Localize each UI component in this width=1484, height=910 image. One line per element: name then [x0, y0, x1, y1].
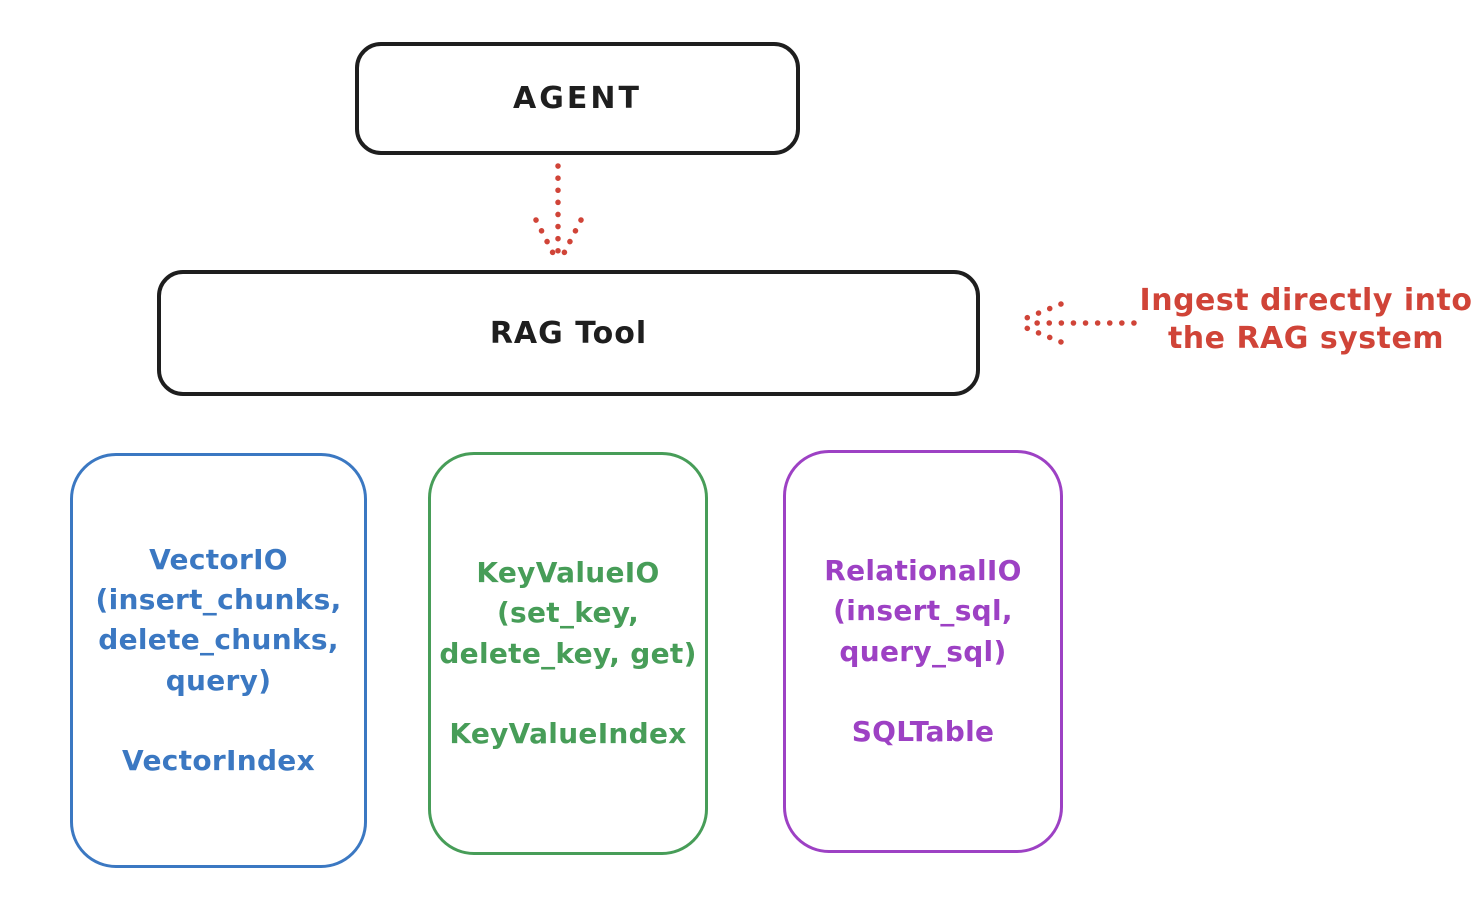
relational-io-line: query_sql) — [839, 634, 1007, 668]
vector-io-node: VectorIO (insert_chunks, delete_chunks, … — [70, 453, 367, 868]
relational-io-title: RelationalIO (insert_sql, query_sql) — [824, 551, 1022, 672]
agent-label: AGENT — [513, 81, 642, 116]
keyvalue-io-line: delete_key, get) — [439, 636, 697, 670]
relational-io-line: RelationalIO — [824, 553, 1022, 587]
rag-tool-node: RAG Tool — [157, 270, 980, 396]
arrow-annotation-to-rag-icon — [1016, 301, 1137, 345]
vector-io-line: (insert_chunks, — [95, 583, 342, 617]
vector-io-line: query) — [165, 663, 272, 697]
vector-io-title: VectorIO (insert_chunks, delete_chunks, … — [96, 540, 342, 701]
vector-index-label: VectorIndex — [122, 743, 315, 777]
keyvalue-io-title: KeyValueIO (set_key, delete_key, get) — [439, 553, 696, 674]
annotation-line-2: the RAG system — [1167, 320, 1445, 356]
keyvalue-io-line: (set_key, — [496, 596, 640, 630]
agent-node: AGENT — [355, 42, 800, 155]
relational-io-line: (insert_sql, — [833, 594, 1013, 628]
sql-table-label: SQLTable — [851, 714, 995, 748]
keyvalue-io-line: KeyValueIO — [476, 555, 660, 589]
arrow-agent-to-rag-icon — [533, 163, 584, 262]
rag-tool-label: RAG Tool — [489, 315, 648, 351]
keyvalue-io-node: KeyValueIO (set_key, delete_key, get) Ke… — [428, 452, 708, 855]
vector-io-line: VectorIO — [149, 542, 288, 576]
annotation-text: Ingest directly into the RAG system — [1138, 282, 1474, 357]
annotation-line-1: Ingest directly into — [1139, 283, 1473, 318]
relational-io-node: RelationalIO (insert_sql, query_sql) SQL… — [783, 450, 1063, 853]
vector-io-line: delete_chunks, — [98, 623, 339, 657]
keyvalue-index-label: KeyValueIndex — [449, 716, 687, 750]
